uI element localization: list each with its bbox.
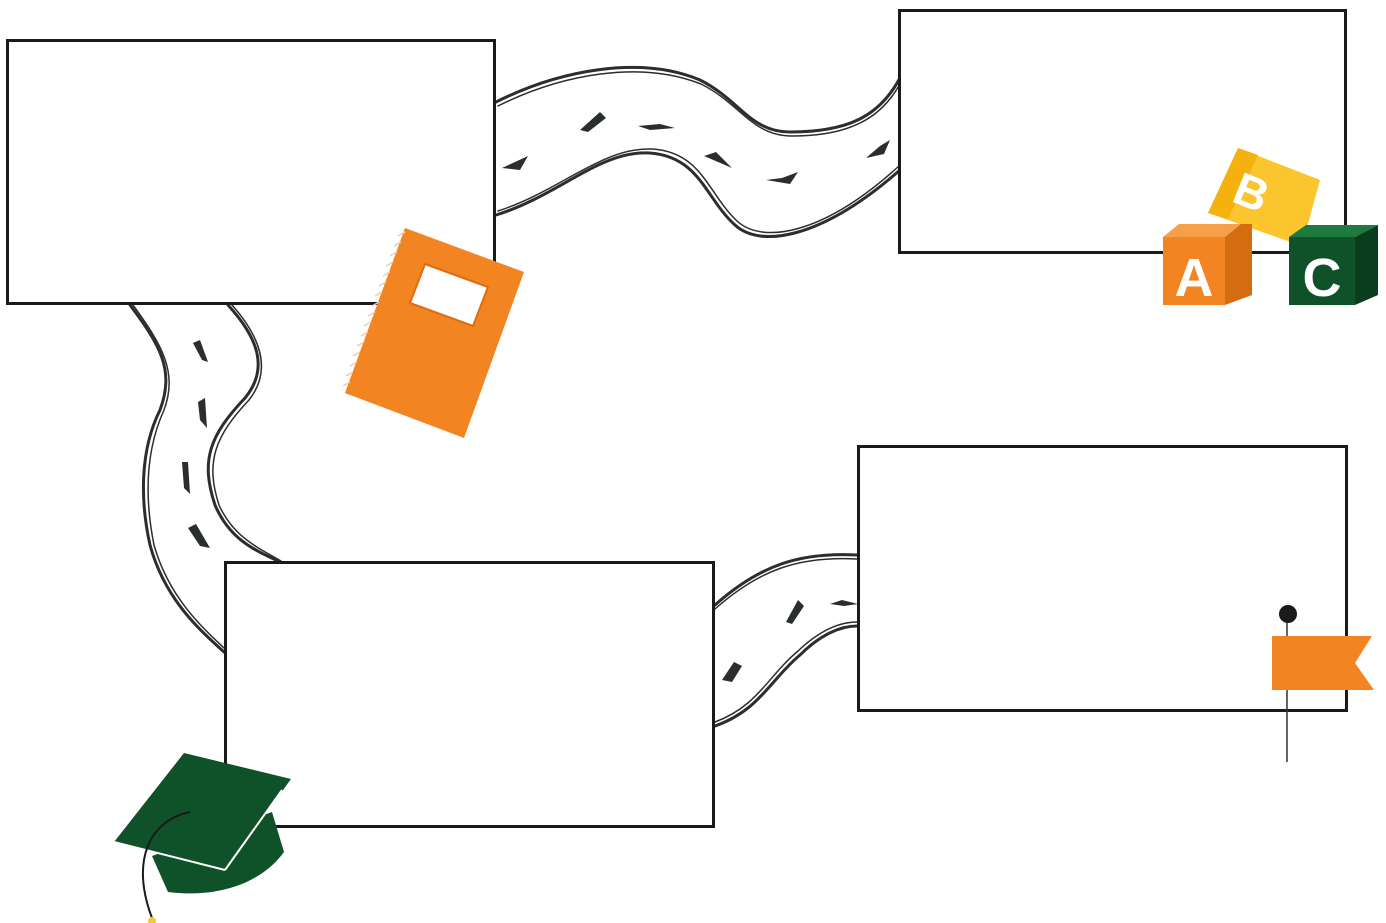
road-3 — [715, 555, 857, 726]
road-1 — [496, 67, 901, 236]
milestone-box-2[interactable] — [898, 9, 1347, 254]
milestone-box-4[interactable] — [857, 445, 1348, 712]
milestone-box-1[interactable] — [6, 39, 496, 305]
milestone-box-3[interactable] — [224, 561, 715, 828]
